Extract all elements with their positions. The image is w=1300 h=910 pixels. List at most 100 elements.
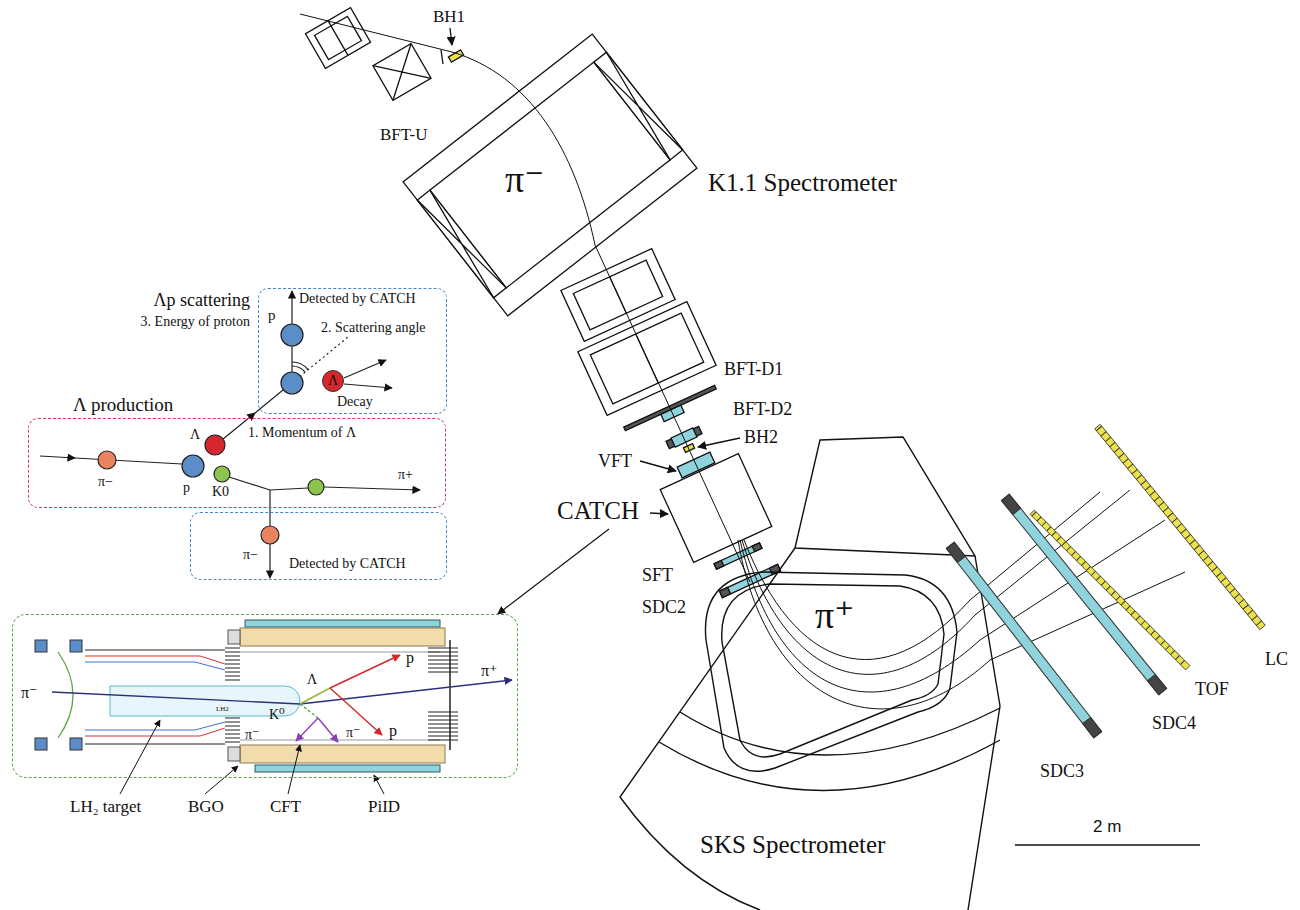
k11-beamline [305,8,370,69]
node-text: p [406,650,414,666]
particle-label: π+ [398,468,413,482]
detector-label: BH2 [744,428,778,446]
k11-beamline [714,560,724,569]
k11-beamline [373,44,431,101]
node-subtext: Λ [307,673,317,687]
catch-detector-inset [228,747,240,761]
catch-detector-inset [35,738,47,750]
k11-beamline [300,8,781,598]
catch-detector-inset [300,688,330,704]
node-subtext: π⁻ [21,685,38,701]
lambda-p-scheme [281,372,303,394]
leader-line [205,766,238,794]
detector-label: BFT-U [380,126,428,143]
particle-label: p [268,308,276,323]
catch-detector-inset [228,630,240,644]
k11-beamline [594,52,683,160]
catch-detector-inset [318,718,338,742]
node-subtext: Decay [337,395,373,409]
catch-detector-inset [85,662,225,670]
production-region: Λ production1. Momentum of Λ [28,418,446,508]
node-subtext: π⁻ [245,728,259,742]
node-text: Detected by CATCH [289,557,406,571]
detector-label: BH1 [433,8,465,25]
detector-callout: CATCH [555,496,645,529]
lambda-p-scheme [269,490,270,526]
node-subtext: K⁰ [269,708,285,722]
drift-chambers [1099,428,1261,626]
k11-beamline [417,190,506,298]
scale-label: 2 m [1093,818,1121,835]
detector-label: SDC4 [1152,714,1196,732]
sks-magnet [795,437,975,556]
particle-label: π− [98,475,113,489]
detector-label: BFT-D2 [733,400,792,418]
spectrometer-label: K1.1 Spectrometer [708,170,897,195]
lambda-p-scheme [229,477,270,490]
node-subtext: π⁺ [481,663,498,679]
lambda-p-scheme [255,390,283,413]
k11-beamline [417,190,506,298]
node-subtext: p [389,723,397,739]
node-subtext: 1. Momentum of Λ [248,426,356,440]
particle-label: K0 [212,485,229,499]
k11-beamline [698,438,740,447]
catch-detector-inset [240,628,445,646]
drift-chambers [1001,494,1166,695]
detector-inset: pπ⁻π⁺LH2ΛK⁰π⁻π⁻p [12,614,518,778]
catch-detector-inset [449,640,451,750]
catch-detector-inset [240,740,440,741]
catch-detector-inset [85,650,225,651]
k11-beamline [640,461,676,471]
node-text: Λ [328,374,338,388]
part-label: BGO [188,798,224,815]
detector-label: VFT [598,452,632,470]
part-label: LH₂ target [70,798,141,815]
drift-chambers [1083,717,1102,737]
detection-region: ΛDetected by CATCH2. Scattering angleDec… [258,288,447,414]
lambda-p-scheme [292,362,308,370]
particle-label: Λ [190,428,200,442]
node-text: CATCH [557,498,639,523]
lambda-p-scheme [261,526,279,544]
catch-detector-inset [428,648,458,740]
k11-beamline [328,21,348,56]
k11-beamline [441,50,443,64]
k11-beamline [450,28,452,45]
leader-line [120,720,384,794]
drift-chambers [1095,424,1265,629]
k11-beamline [305,8,370,69]
node-subtext: π⁻ [346,726,360,740]
particle-label: π⁻ [505,160,544,198]
lambda-p-scheme [344,384,392,388]
drift-chambers [946,542,965,562]
k11-beamline [594,52,683,160]
drift-chambers [1095,424,1265,629]
part-label: CFT [270,798,301,815]
catch-detector-inset [300,704,318,718]
step-label: 3. Energy of proton [141,315,250,329]
sks-magnet [680,708,1000,755]
sks-magnet [659,740,1000,791]
particle-label: p [183,481,190,495]
node-subtext: 2. Scattering angle [321,321,426,335]
k11-beamline [373,44,431,101]
particle-label: π⁺ [815,596,854,634]
drift-chambers [1034,514,1187,667]
leader-line [288,745,300,794]
detector-label: SDC3 [1040,762,1084,780]
drift-chambers [1030,510,1190,670]
scale-bar [1015,844,1200,846]
drift-chambers [946,424,1265,737]
detector-label: SDC2 [642,598,686,616]
callout-arrow [498,529,609,614]
catch-detector-inset [70,640,82,652]
sks-magnet [705,572,957,771]
catch-detector-inset [240,745,445,763]
drift-chambers [1147,675,1166,695]
detector-label: SFT [642,566,673,584]
drift-chambers [946,542,1101,738]
k11-beamline [373,44,431,101]
detector-label: TOF [1195,680,1229,698]
